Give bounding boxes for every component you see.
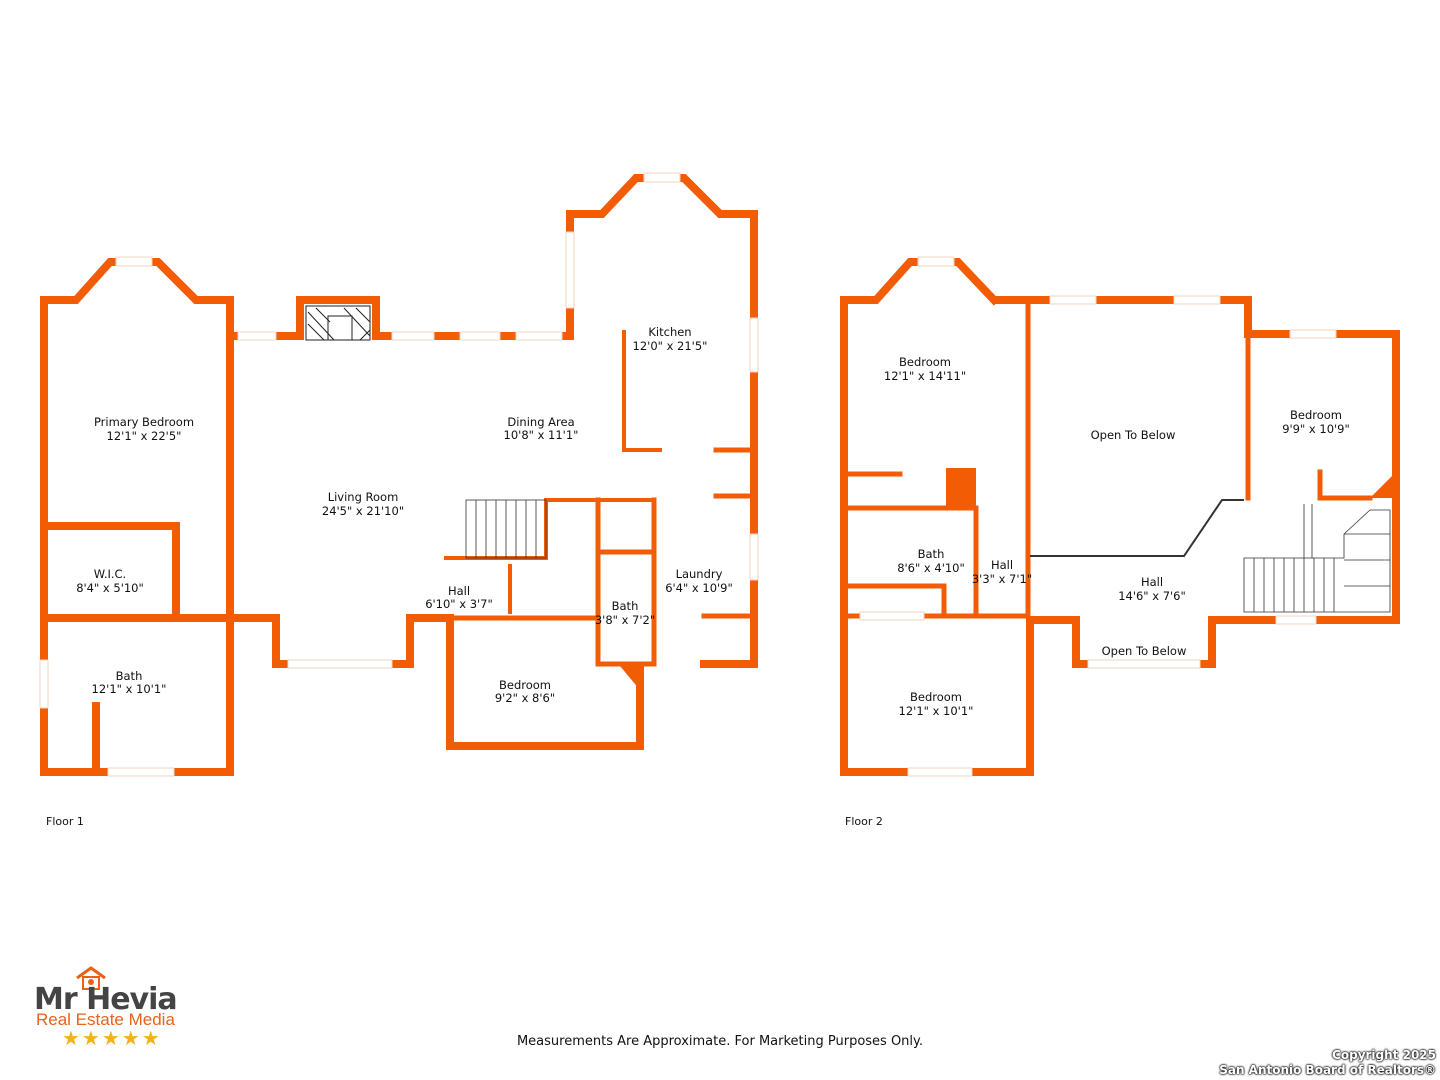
room-size: 8'4" x 5'10" bbox=[76, 581, 144, 595]
room-size: 12'1" x 22'5" bbox=[107, 429, 182, 443]
room-name: Dining Area bbox=[507, 415, 574, 429]
room-name: Open To Below bbox=[1091, 428, 1176, 442]
stairs-floor-2 bbox=[1030, 499, 1391, 613]
room-name: Bath bbox=[116, 669, 143, 683]
room-size: 12'0" x 21'5" bbox=[633, 339, 708, 353]
room-name: Hall bbox=[991, 558, 1013, 572]
room-name: Bath bbox=[918, 547, 945, 561]
room-name: Bedroom bbox=[1290, 408, 1342, 422]
room-size: 3'3" x 7'1" bbox=[972, 572, 1032, 586]
house-icon bbox=[76, 966, 106, 990]
room-name: Primary Bedroom bbox=[94, 415, 194, 429]
room-size: 12'1" x 14'11" bbox=[884, 369, 966, 383]
walls bbox=[40, 174, 1400, 776]
room-name: Kitchen bbox=[648, 325, 691, 339]
room-name: Bath bbox=[612, 599, 639, 613]
windows bbox=[39, 172, 1337, 777]
room-name: Open To Below bbox=[1102, 644, 1187, 658]
corner-wedge bbox=[1370, 474, 1394, 498]
room-size: 12'1" x 10'1" bbox=[92, 682, 167, 696]
copyright-line-2: San Antonio Board of Realtors® bbox=[1219, 1063, 1436, 1077]
room-size: 6'4" x 10'9" bbox=[665, 581, 733, 595]
floor-1-labels: Primary Bedroom 12'1" x 22'5" W.I.C. 8'4… bbox=[76, 325, 733, 705]
room-name: Living Room bbox=[328, 490, 399, 504]
room-size: 3'8" x 7'2" bbox=[595, 613, 655, 627]
fireplace bbox=[305, 305, 371, 341]
floor-2-labels: Bedroom 12'1" x 14'11" Open To Below Bed… bbox=[884, 355, 1350, 718]
room-size: 12'1" x 10'1" bbox=[899, 704, 974, 718]
room-name: Hall bbox=[448, 584, 470, 598]
room-size: 9'2" x 8'6" bbox=[495, 691, 555, 705]
room-name: Bedroom bbox=[910, 690, 962, 704]
logo-stars: ★★★★★ bbox=[62, 1026, 162, 1050]
disclaimer: Measurements Are Approximate. For Market… bbox=[516, 1034, 924, 1049]
room-size: 9'9" x 10'9" bbox=[1282, 422, 1350, 436]
chimney-block bbox=[946, 468, 976, 510]
room-size: 10'8" x 11'1" bbox=[504, 428, 579, 442]
room-size: 14'6" x 7'6" bbox=[1118, 589, 1186, 603]
room-name: Bedroom bbox=[899, 355, 951, 369]
room-name: Hall bbox=[1141, 575, 1163, 589]
floor-1-label: Floor 1 bbox=[46, 815, 84, 828]
floor-2-label: Floor 2 bbox=[845, 815, 883, 828]
room-size: 8'6" x 4'10" bbox=[897, 561, 965, 575]
stairs-floor-1 bbox=[465, 499, 547, 559]
room-name: W.I.C. bbox=[94, 567, 126, 581]
company-logo: Mr Hevia Real Estate Media ★★★★★ bbox=[34, 966, 204, 1050]
logo-wordmark: Mr Hevia bbox=[34, 982, 178, 1017]
room-name: Bedroom bbox=[499, 678, 551, 692]
room-size: 24'5" x 21'10" bbox=[322, 504, 404, 518]
copyright-line-1: Copyright 2025 bbox=[1332, 1048, 1436, 1062]
room-size: 6'10" x 3'7" bbox=[425, 597, 493, 611]
room-name: Laundry bbox=[676, 567, 723, 581]
logo-tagline: Real Estate Media bbox=[36, 1010, 175, 1029]
corner-wedge-f1 bbox=[620, 666, 640, 690]
copyright-watermark: Copyright 2025 San Antonio Board of Real… bbox=[1219, 1048, 1436, 1078]
